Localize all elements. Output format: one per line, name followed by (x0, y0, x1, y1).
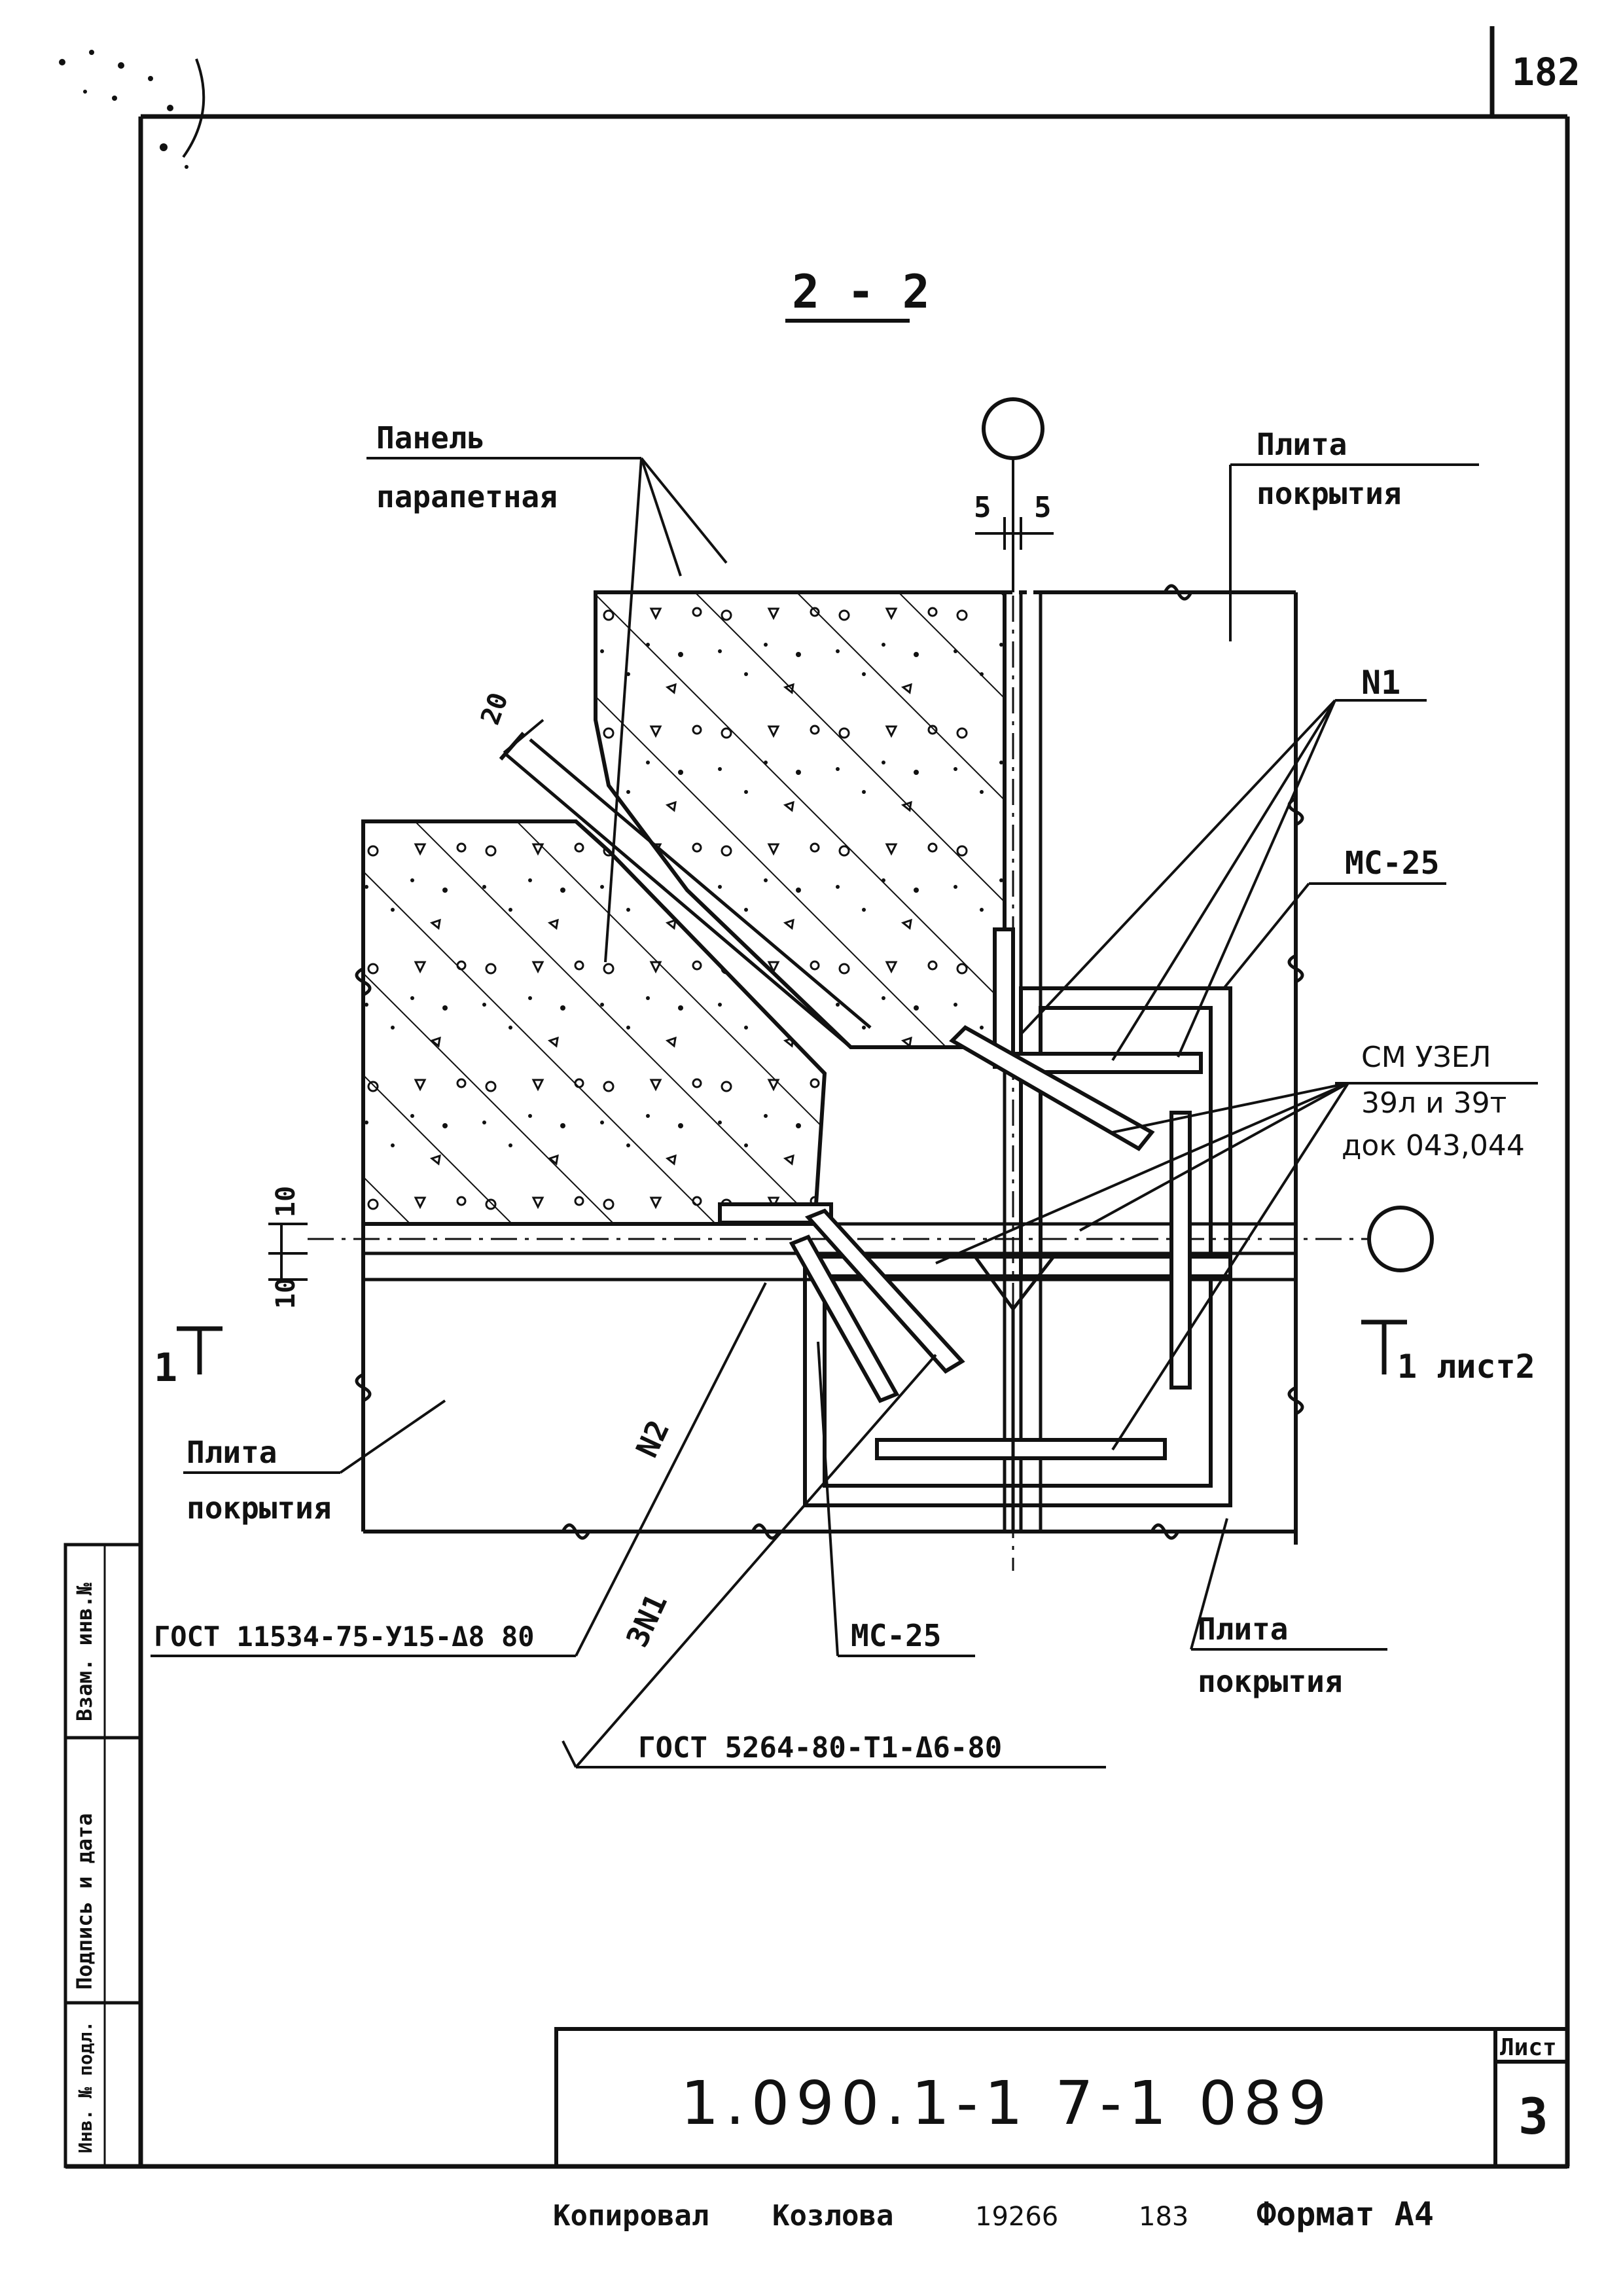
left-slab-concrete (361, 819, 827, 1226)
label-3n1: 3N1 (619, 1588, 674, 1653)
dim-10-bottom: 10 (271, 1278, 301, 1309)
label-gost-2: ГОСТ 5264-80-Т1-Δ6-80 (638, 1731, 1002, 1765)
section-mark-right-label: 1 лист2 (1397, 1348, 1535, 1386)
label-roof-slab-left-1: Плита (187, 1435, 277, 1470)
leader-lines (151, 457, 1538, 1768)
label-gost-1: ГОСТ 11534-75-У15-Δ8 80 (154, 1621, 535, 1653)
section-mark-left (177, 1326, 223, 1374)
label-roof-slab-top-1: Плита (1257, 427, 1347, 462)
parapet-panel (594, 590, 1007, 1049)
footer-format: Формат А4 (1257, 2195, 1434, 2233)
page-number: 182 (1512, 50, 1580, 94)
weld-node (973, 1255, 1055, 1532)
footer-copier-name: Козлова (772, 2199, 893, 2233)
dim-10-top: 10 (271, 1186, 301, 1217)
footer-order-number: 19266 (975, 2202, 1058, 2232)
section-mark-left-label: 1 (154, 1345, 177, 1391)
dimensions (268, 517, 1054, 1281)
label-see-node-3: док 043,044 (1342, 1129, 1525, 1162)
label-roof-slab-bottom-1: Плита (1198, 1611, 1288, 1647)
footer-copied: Копировал (553, 2199, 709, 2233)
break-marks (355, 584, 1304, 1540)
sheet-label: Лист (1500, 2034, 1557, 2061)
diagonal-bars (789, 1025, 1155, 1403)
label-see-node-1: СМ УЗЕЛ (1361, 1041, 1491, 1074)
label-n2: N2 (629, 1415, 676, 1463)
label-roof-slab-bottom-2: покрытия (1198, 1664, 1343, 1699)
dim-5-right: 5 (1034, 491, 1052, 524)
label-parapet-panel-1: Панель (376, 420, 485, 456)
axis-bubble-right (1367, 1206, 1434, 1272)
title-block (554, 2027, 1569, 2168)
section-title: 2 - 2 (792, 265, 930, 319)
stamp-signature-date: Подпись и дата (72, 1813, 97, 1990)
axis-bubble-top (982, 397, 1044, 592)
sheet-number: 3 (1518, 2087, 1548, 2145)
footer-page-ref: 183 (1139, 2202, 1188, 2232)
stamp-inv-replacement: Взам. инв.№ (72, 1582, 97, 1721)
document-code: 1.090.1-1 7-1 089 (681, 2068, 1333, 2138)
section-mark-right (1361, 1319, 1407, 1374)
label-roof-slab-left-2: покрытия (187, 1490, 332, 1526)
label-parapet-panel-2: парапетная (376, 479, 558, 514)
stamp-inv-number: Инв. № подл. (75, 2021, 96, 2153)
label-n1: N1 (1361, 664, 1400, 702)
dim-20: 20 (475, 689, 514, 728)
label-mc25-upper: МС-25 (1345, 845, 1440, 882)
label-mc25-lower: МС-25 (851, 1618, 941, 1653)
side-stamp (63, 1543, 143, 2168)
label-roof-slab-top-2: покрытия (1257, 476, 1402, 511)
scan-stamp-mark (59, 50, 205, 169)
dim-5-left: 5 (974, 491, 991, 524)
label-see-node-2: 39л и 39т (1361, 1086, 1507, 1120)
